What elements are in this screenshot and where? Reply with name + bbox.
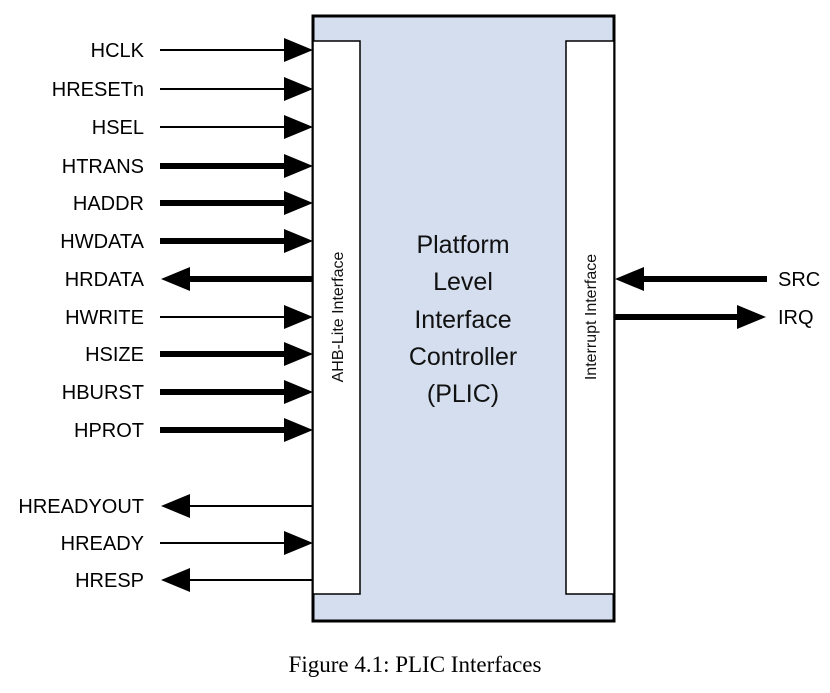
signal-label-hprot: HPROT	[74, 420, 144, 442]
ahb-lite-panel-label: AHB-Lite Interface	[330, 252, 347, 383]
signal-label-hwdata: HWDATA	[60, 231, 144, 253]
interrupt-panel-label: Interrupt Interface	[583, 254, 600, 380]
signal-label-hready: HREADY	[61, 533, 144, 555]
signal-label-haddr: HADDR	[73, 193, 144, 215]
arrow-hburst	[160, 380, 313, 404]
ahb-lite-panel	[312, 40, 361, 595]
arrow-hrdata	[161, 267, 313, 291]
arrow-hclk	[160, 38, 313, 62]
center-line-5: (PLIC)	[427, 380, 499, 408]
arrow-hreadyout	[161, 494, 313, 518]
plic-block	[311, 14, 616, 623]
signal-label-hrdata: HRDATA	[65, 269, 145, 291]
signal-label-hresetn: HRESETn	[52, 79, 144, 101]
signal-label-hsize: HSIZE	[85, 344, 144, 366]
arrow-hready	[160, 531, 313, 555]
arrow-hresetn	[160, 77, 313, 101]
arrow-hwdata	[160, 229, 313, 253]
arrow-hresp	[161, 568, 313, 592]
figure-caption: Figure 4.1: PLIC Interfaces	[289, 652, 542, 677]
center-line-4: Controller	[409, 343, 517, 371]
signal-label-htrans: HTRANS	[62, 156, 144, 178]
signal-label-irq: IRQ	[778, 307, 814, 329]
arrow-htrans	[160, 154, 313, 178]
arrow-src	[615, 267, 767, 291]
signal-label-hsel: HSEL	[92, 117, 144, 139]
center-line-2: Level	[433, 268, 493, 296]
arrow-hsize	[160, 342, 313, 366]
signal-label-src: SRC	[778, 269, 820, 291]
signal-label-hwrite: HWRITE	[65, 307, 144, 329]
arrow-hprot	[160, 418, 313, 442]
interrupt-panel	[565, 40, 615, 595]
signal-label-hresp: HRESP	[75, 570, 144, 592]
arrow-haddr	[160, 191, 313, 215]
center-line-1: Platform	[416, 231, 509, 259]
signal-label-hreadyout: HREADYOUT	[18, 496, 144, 518]
arrow-hsel	[160, 115, 313, 139]
signal-label-hburst: HBURST	[62, 382, 144, 404]
arrow-hwrite	[160, 305, 313, 329]
arrow-irq	[614, 305, 766, 329]
signal-label-hclk: HCLK	[91, 40, 145, 62]
center-line-3: Interface	[414, 306, 511, 334]
